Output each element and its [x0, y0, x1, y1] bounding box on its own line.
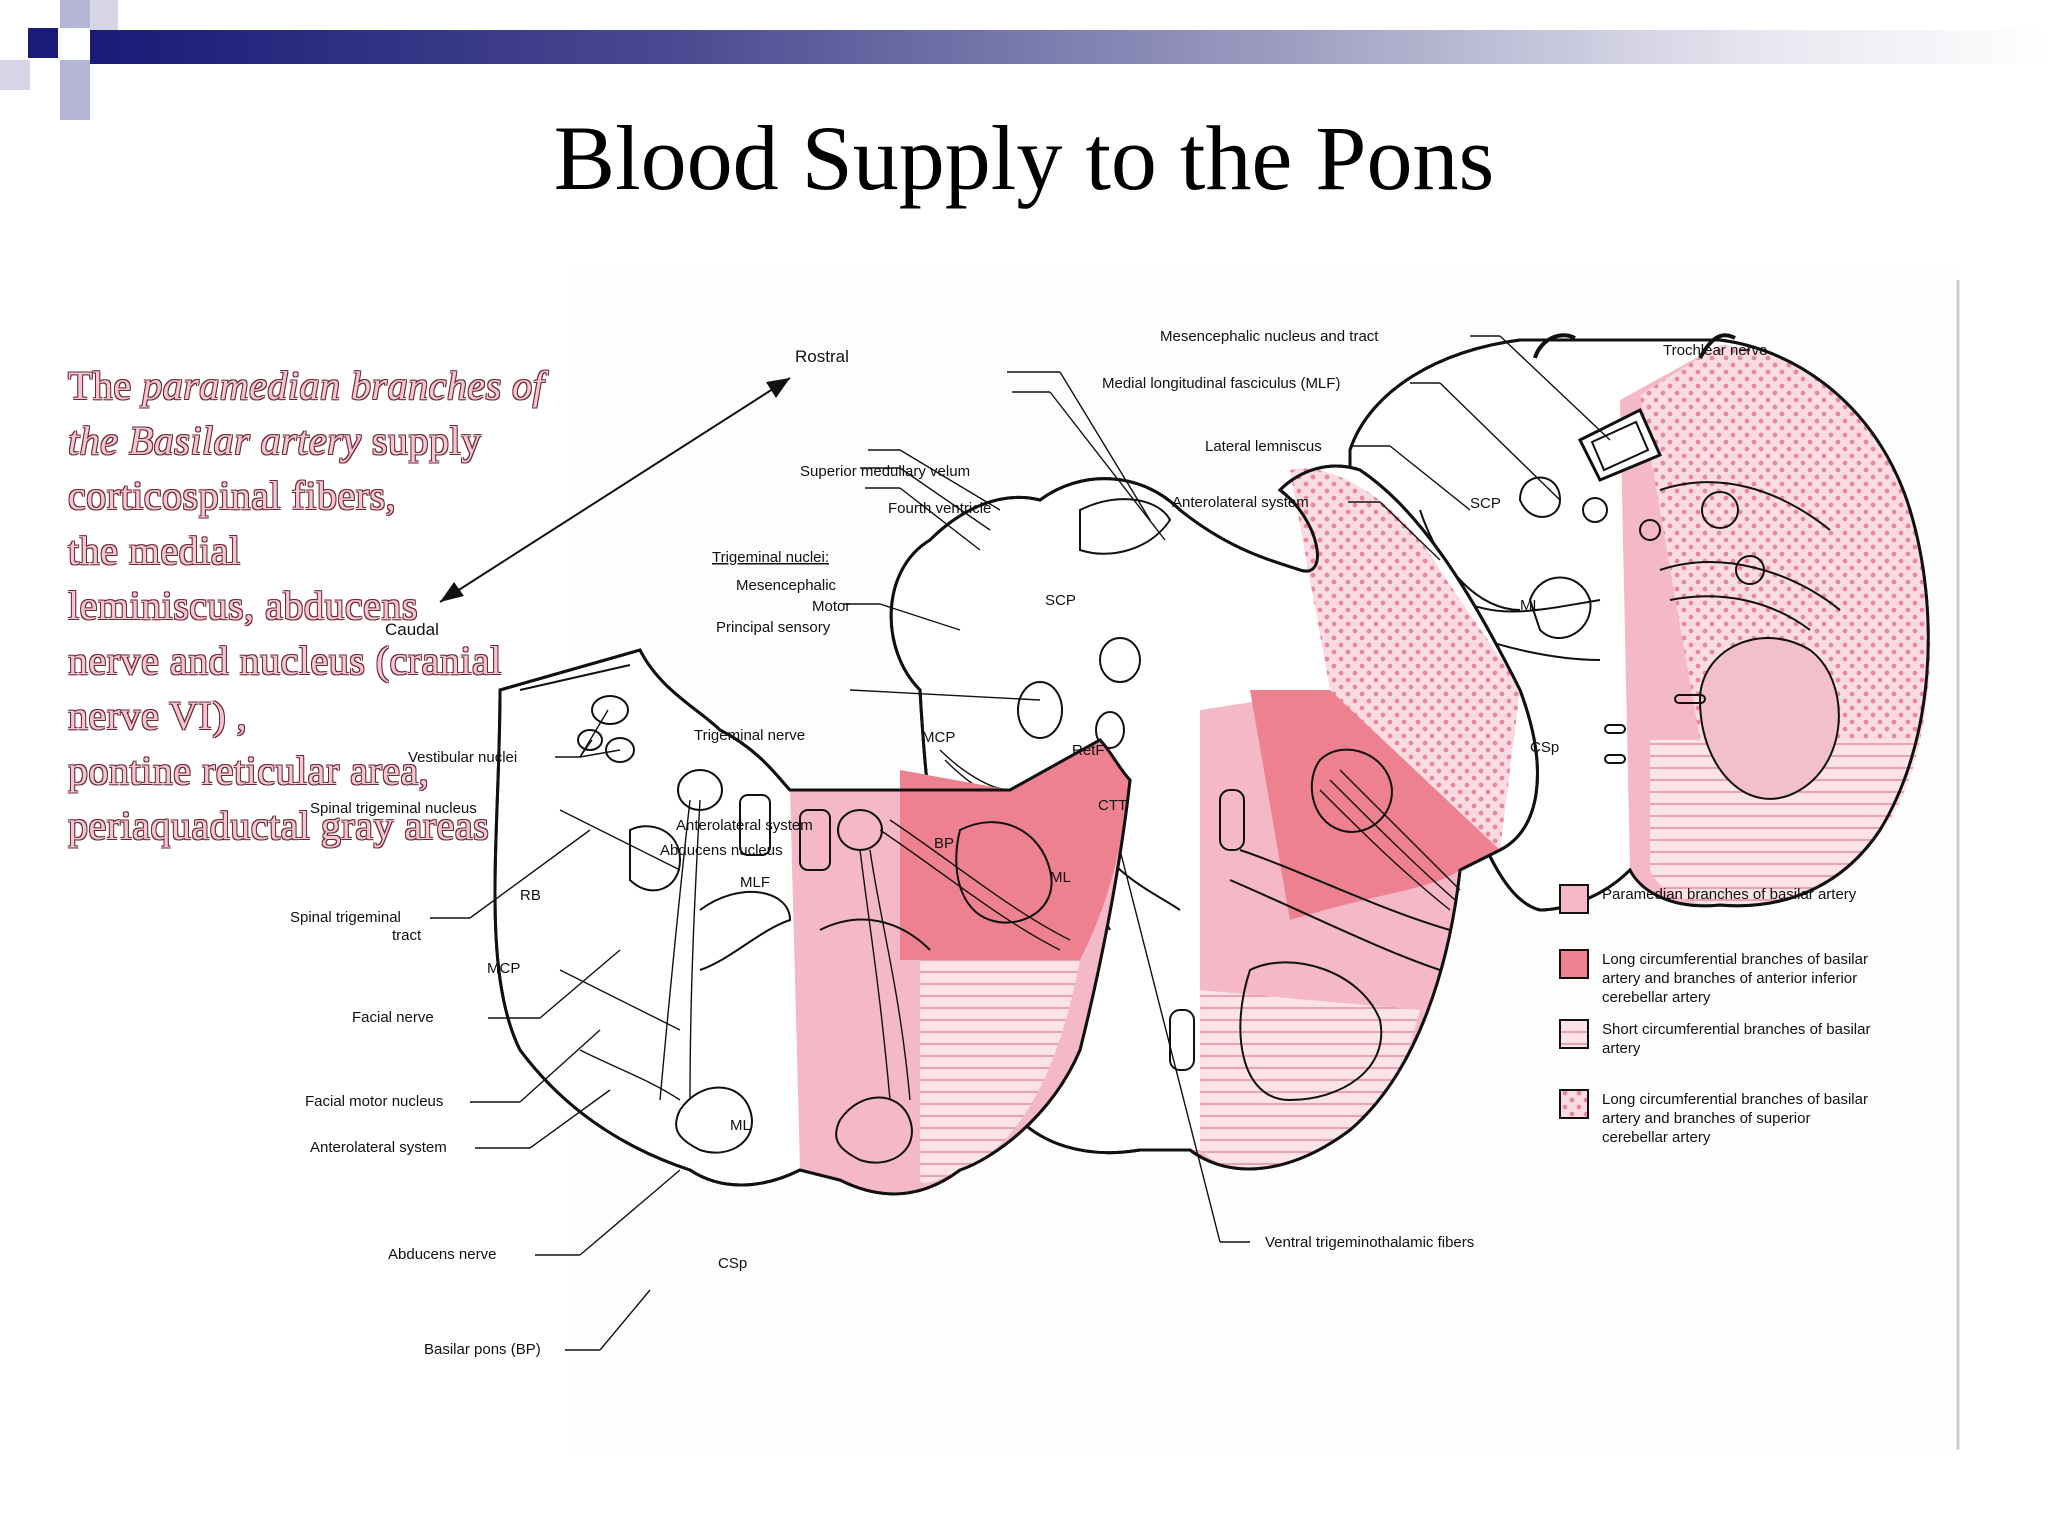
label-facial-motor-nucleus: Facial motor nucleus: [305, 1093, 443, 1110]
legend-swatch-3: [1559, 1019, 1589, 1049]
label-lateral-lemniscus: Lateral lemniscus: [1205, 438, 1322, 455]
label-trigeminal-nuclei: Trigeminal nuclei:: [712, 549, 829, 566]
label-anterolateral-mid: Anterolateral system: [676, 817, 813, 834]
caption-line-4: nerve and nucleus (cranial: [68, 638, 502, 683]
caudal-pons-section: [493, 648, 1132, 1196]
label-vestibular-nuclei: Vestibular nuclei: [408, 749, 517, 766]
label-anterolateral-right: Anterolateral system: [1172, 494, 1309, 511]
label-superior-medullary-velum: Superior medullary velum: [800, 463, 970, 480]
label-rb: RB: [520, 887, 541, 904]
label-mesencephalic: Mesencephalic: [736, 577, 837, 594]
label-basilar-pons: Basilar pons (BP): [424, 1341, 541, 1358]
legend-label-4-line-3: cerebellar artery: [1602, 1129, 1711, 1146]
rostral-label: Rostral: [795, 347, 849, 366]
label-scp-mid: SCP: [1045, 592, 1076, 609]
label-abducens-nerve: Abducens nerve: [388, 1246, 496, 1263]
label-bp-mid: BP: [934, 835, 954, 852]
label-spinal-trigeminal-nucleus: Spinal trigeminal nucleus: [310, 800, 477, 817]
caption-line-2: the medial: [68, 528, 241, 573]
label-spinal-trigeminal-tract-1: Spinal trigeminal: [290, 909, 401, 926]
label-scp-right: SCP: [1470, 495, 1501, 512]
label-fourth-ventricle: Fourth ventricle: [888, 500, 991, 517]
caption-text: The paramedian branches of the Basilar a…: [68, 358, 588, 853]
caudal-label: Caudal: [385, 620, 439, 639]
label-spinal-trigeminal-tract-2: tract: [392, 927, 422, 944]
caption-line-6: pontine reticular area,: [68, 748, 430, 793]
caption-line-3: leminiscus, abducens: [68, 583, 418, 628]
legend-label-4-line-2: artery and branches of superior: [1602, 1110, 1810, 1127]
legend: Paramedian branches of basilar arteryLon…: [1559, 884, 1870, 1146]
label-anterolateral-left: Anterolateral system: [310, 1139, 447, 1156]
label-mcp-mid: MCP: [922, 729, 955, 746]
caption-line-1: corticospinal fibers,: [68, 473, 397, 518]
label-mlf-right: Medial longitudinal fasciculus (MLF): [1102, 375, 1340, 392]
legend-swatch-1: [1559, 884, 1589, 914]
label-ml-mid: ML: [1050, 869, 1071, 886]
legend-label-4-line-1: Long circumferential branches of basilar: [1602, 1091, 1868, 1108]
label-ml-right: ML: [1520, 597, 1541, 614]
label-csp-right: CSp: [1530, 739, 1559, 756]
caption-part-3: supply: [361, 418, 482, 463]
slide-title: Blood Supply to the Pons: [553, 107, 1495, 209]
label-ml-left: ML: [730, 1117, 751, 1134]
legend-label-1-line-1: Paramedian branches of basilar artery: [1602, 886, 1857, 903]
caption-line-5: nerve VI) ,: [68, 693, 248, 738]
title-bar: [90, 30, 2048, 64]
logo-square-light-1: [60, 0, 90, 28]
label-facial-nerve: Facial nerve: [352, 1009, 434, 1026]
label-mcp-left: MCP: [487, 960, 520, 977]
logo-square-light-2: [90, 0, 118, 30]
logo-square-light-4: [60, 60, 90, 120]
label-ventral-trigeminothalamic: Ventral trigeminothalamic fibers: [1265, 1234, 1474, 1251]
orientation-arrow: [439, 377, 791, 603]
label-mesencephalic-nucleus-tract: Mesencephalic nucleus and tract: [1160, 328, 1379, 345]
pons-diagram: Rostral Caudal: [290, 270, 1960, 1450]
legend-label-2-line-3: cerebellar artery: [1602, 989, 1711, 1006]
legend-label-2-line-2: artery and branches of anterior inferior: [1602, 970, 1857, 987]
logo-square-dark: [28, 28, 58, 58]
legend-label-2-line-1: Long circumferential branches of basilar: [1602, 951, 1868, 968]
label-abducens-nucleus: Abducens nucleus: [660, 842, 783, 859]
caption-line-7: periaquaductal gray areas: [68, 803, 490, 848]
caption-italic: paramedian branches of the Basilar arter…: [68, 363, 545, 463]
label-trigeminal-nerve: Trigeminal nerve: [694, 727, 805, 744]
legend-label-3-line-1: Short circumferential branches of basila…: [1602, 1021, 1870, 1038]
logo-square-light-3: [0, 60, 30, 90]
label-ctt: CTT: [1098, 797, 1127, 814]
label-motor: Motor: [812, 598, 850, 615]
leader-lines: [430, 335, 1750, 1351]
label-csp-left: CSp: [718, 1255, 747, 1272]
label-trochlear-nerve: Trochlear nerve: [1663, 342, 1768, 359]
legend-swatch-4: [1559, 1089, 1589, 1119]
label-principal-sensory: Principal sensory: [716, 619, 831, 636]
caption-part-1: The: [68, 363, 143, 408]
legend-swatch-2: [1559, 949, 1589, 979]
label-mlf-left: MLF: [740, 874, 770, 891]
label-retf: RetF: [1072, 742, 1105, 759]
legend-label-3-line-2: artery: [1602, 1040, 1641, 1057]
